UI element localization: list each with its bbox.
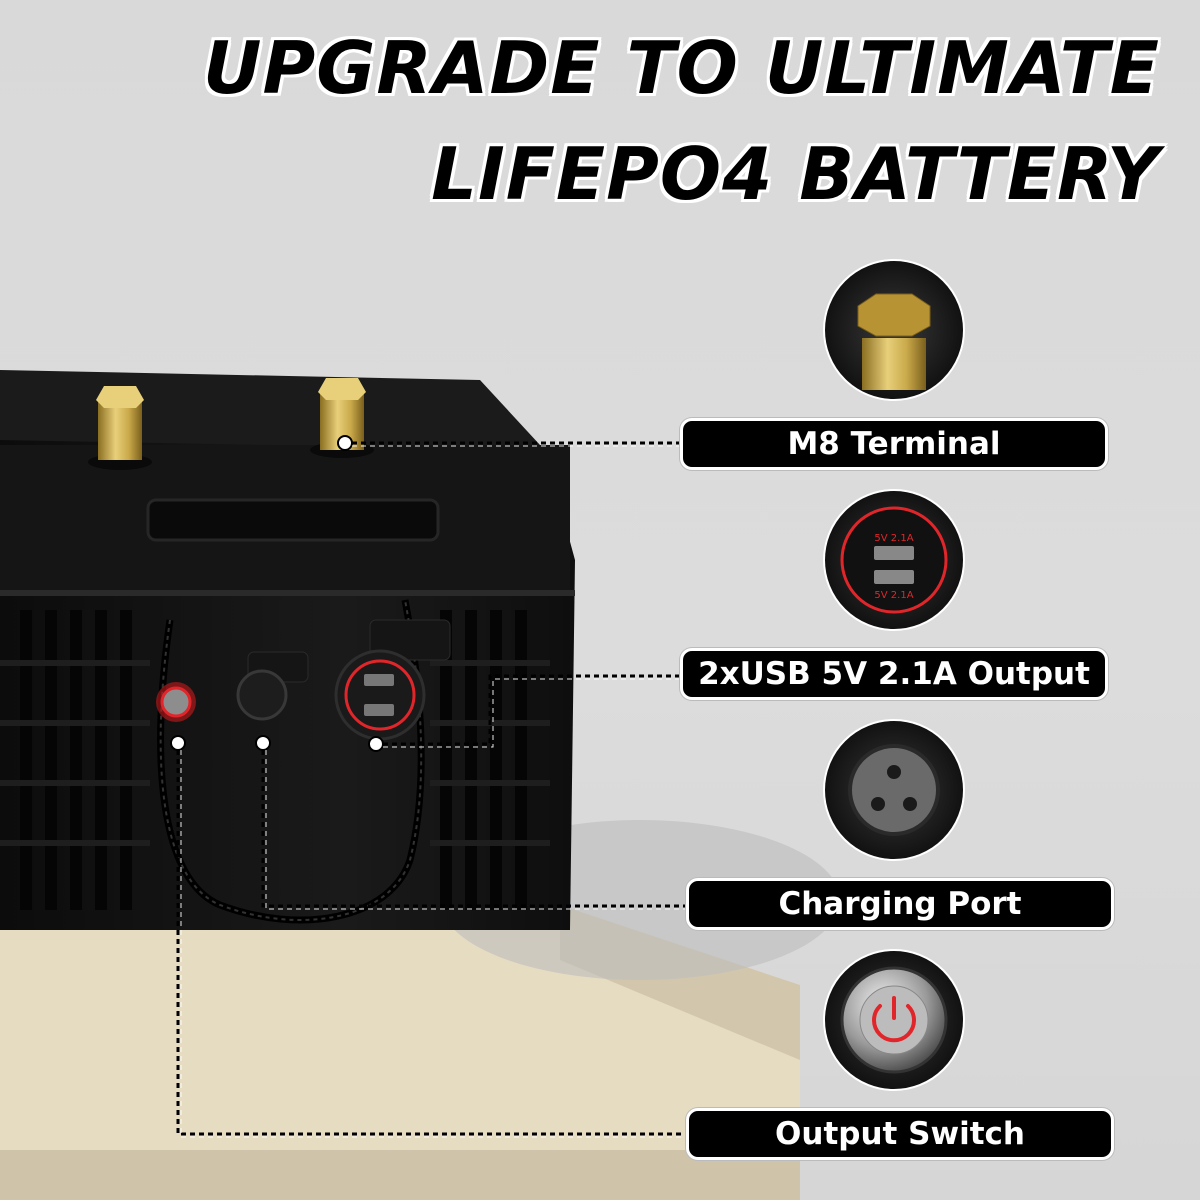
battery-handle <box>146 498 440 542</box>
power-switch-icon <box>823 949 965 1091</box>
battery-usb-port <box>334 619 451 752</box>
usb-output-label: 2xUSB 5V 2.1A Output <box>680 648 1108 700</box>
charging-port-label: Charging Port <box>686 878 1114 930</box>
m8-terminal-label: M8 Terminal <box>680 418 1108 470</box>
usb-bottom-rating: 5V 2.1A <box>874 590 913 601</box>
charging-port-socket-icon <box>823 719 965 861</box>
battery <box>0 370 575 930</box>
headline-line-2: LIFEPO4 BATTERY <box>431 132 1160 216</box>
battery-power-button <box>156 682 196 751</box>
m8-terminal-bolt-icon <box>823 259 965 401</box>
dual-usb-port-icon: 5V 2.1A 5V 2.1A <box>823 489 965 631</box>
output-switch-label: Output Switch <box>686 1108 1114 1160</box>
leader-lines <box>176 441 686 1136</box>
battery-charging-port <box>236 651 309 751</box>
usb-top-rating: 5V 2.1A <box>874 533 913 544</box>
headline-line-1: UPGRADE TO ULTIMATE <box>202 26 1160 110</box>
terminal-right <box>310 378 374 458</box>
terminal-left <box>88 386 152 470</box>
